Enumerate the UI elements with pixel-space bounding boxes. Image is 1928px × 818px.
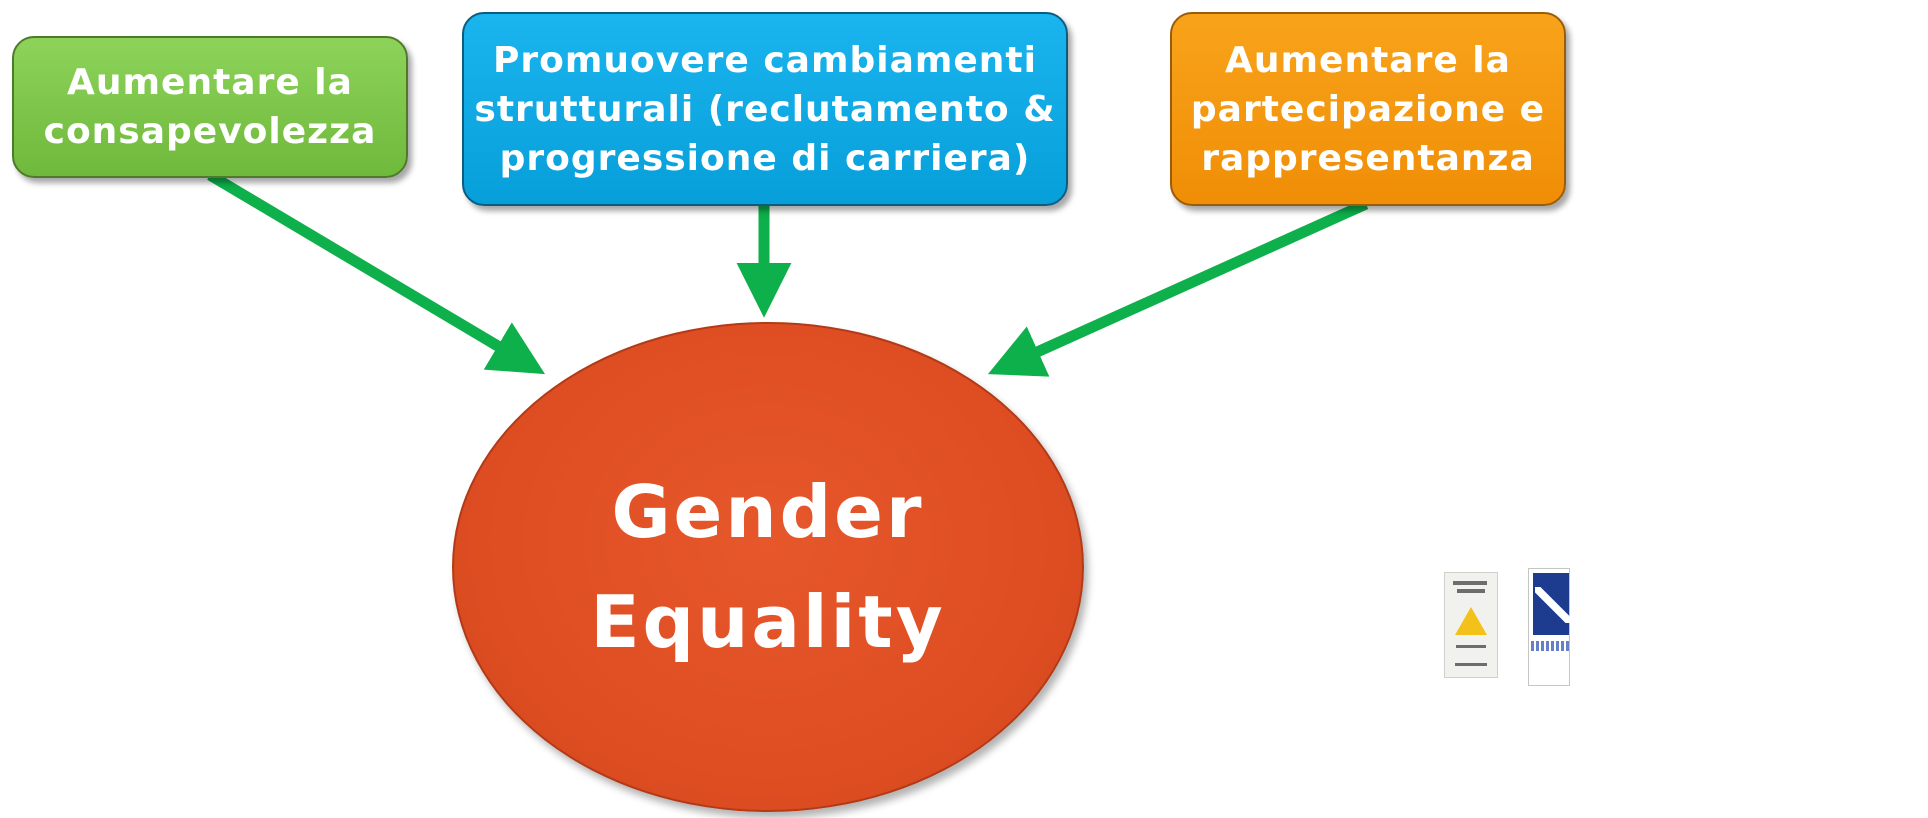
node-gender-equality: Gender Equality (452, 322, 1084, 812)
node-structural-changes-label: Promuovere cambiamenti strutturali (recl… (474, 39, 1056, 179)
node-structural-changes: Promuovere cambiamenti strutturali (recl… (462, 12, 1068, 206)
node-participation-label: Aumentare la partecipazione e rappresent… (1190, 39, 1546, 179)
node-gender-equality-label: Gender Equality (590, 470, 946, 664)
partner-logos (1436, 566, 1571, 818)
node-participation: Aumentare la partecipazione e rappresent… (1170, 12, 1566, 206)
regione-logo (1528, 568, 1571, 686)
node-awareness: Aumentare la consapevolezza (12, 36, 408, 178)
arrow-participation-to-center (987, 198, 1369, 377)
node-awareness-label: Aumentare la consapevolezza (43, 62, 377, 152)
arrow-awareness-to-center (207, 170, 546, 375)
consigliera-logo (1444, 572, 1498, 678)
